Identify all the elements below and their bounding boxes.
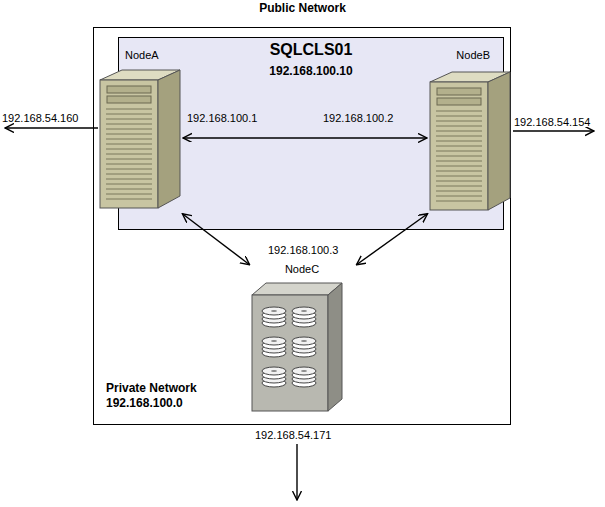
ip-address-label: 192.168.54.160: [2, 111, 78, 125]
node-label: Private Network: [106, 381, 197, 395]
connector: [182, 214, 249, 265]
text-slot: NodeC: [252, 262, 352, 276]
text-slot: 192.168.100.3: [268, 243, 338, 257]
ip-address-label: 192.168.100.2: [323, 111, 393, 125]
node-label: SQLCLS01: [119, 40, 503, 59]
node-label: NodeA: [125, 48, 159, 62]
text-slot: Public Network: [0, 1, 605, 15]
public-link-arrow: [513, 130, 594, 131]
server-icon: [100, 70, 180, 208]
public-link-arrow: [5, 127, 98, 128]
ip-address-label: 192.168.54.154: [514, 115, 590, 129]
node-label: NodeB: [430, 48, 490, 62]
public-link-arrow: [296, 444, 297, 500]
server-icon: [430, 72, 510, 210]
text-slot: Private Network: [106, 381, 197, 395]
storage-icon: [252, 283, 342, 411]
text-slot: 192.168.54.171: [255, 428, 331, 442]
text-slot: 192.168.54.160: [2, 111, 78, 125]
text-slot: 192.168.100.0: [106, 396, 183, 410]
text-slot: NodeB: [430, 48, 490, 62]
connector: [183, 137, 427, 138]
text-slot: 192.168.100.10: [119, 64, 503, 78]
connector: [356, 214, 427, 265]
node-label: NodeC: [252, 262, 352, 276]
connector-layer: [182, 138, 427, 265]
node-sublabel: 192.168.100.0: [106, 396, 183, 410]
ip-address-label: 192.168.54.171: [255, 428, 331, 442]
text-slot: NodeA: [125, 48, 159, 62]
node-sublabel: 192.168.100.10: [119, 64, 503, 78]
ip-address-label: 192.168.100.3: [268, 243, 338, 257]
text-slot: 192.168.100.2: [323, 111, 393, 125]
text-slot: SQLCLS01: [119, 40, 503, 59]
ip-address-label: 192.168.100.1: [187, 111, 257, 125]
text-slot: 192.168.54.154: [514, 115, 590, 129]
diagram-title: Public Network: [0, 1, 605, 15]
text-slot: 192.168.100.1: [187, 111, 257, 125]
